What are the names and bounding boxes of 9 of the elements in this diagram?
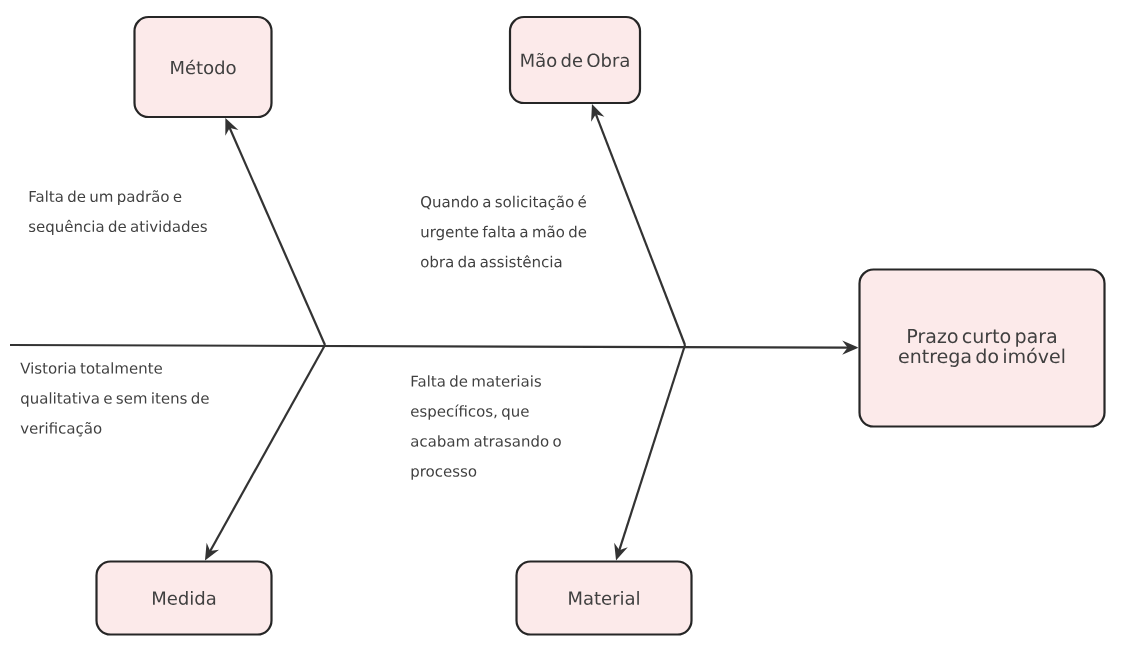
cause-box: Prazo curto para entrega do imóvel xyxy=(858,268,1106,428)
cause-text: Quando a solicitação é urgente falta a mão de obra da assistência xyxy=(421,195,587,268)
cause-box: Mão de Obra xyxy=(508,15,642,105)
cause-text: Falta de materiais específicos, que acabam atrasando o processo xyxy=(411,375,561,480)
cause-box: Material xyxy=(515,560,693,636)
cause-box: Método xyxy=(133,15,273,119)
cause-text: Vistoria totalmente qualitativa e sem itens de verificação xyxy=(20,362,209,437)
cause-text: Falta de um padrão e sequência de atividades xyxy=(29,190,207,235)
cause-box: Medida xyxy=(95,560,273,636)
